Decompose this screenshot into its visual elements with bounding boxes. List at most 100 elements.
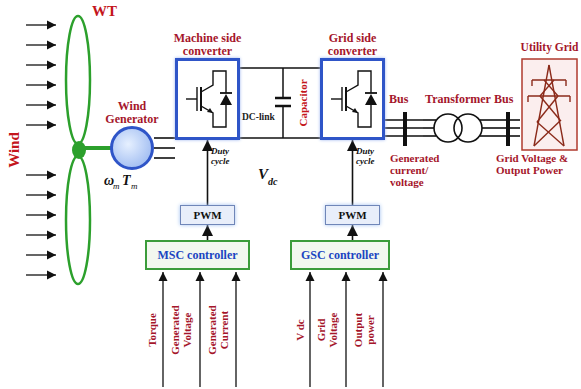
connector-line <box>493 127 520 129</box>
symbol-part <box>482 127 493 129</box>
symbol-part <box>186 98 197 99</box>
symbol-part <box>527 96 528 102</box>
utility-grid-node: Utility Grid <box>520 40 579 152</box>
symbol-part <box>201 105 226 127</box>
wind-arrows-part <box>26 124 56 125</box>
connector-line <box>154 137 175 139</box>
symbol-part <box>365 92 377 94</box>
symbol-part <box>569 96 570 102</box>
input-arrows <box>163 272 383 387</box>
connector-line <box>493 119 520 121</box>
node-label: GSC controller <box>301 248 379 263</box>
wind-arrows-part <box>26 104 56 105</box>
input-arrows-part <box>345 272 346 387</box>
wind-label: Wind <box>6 125 22 175</box>
input-signal: Torque <box>146 301 158 359</box>
igbt-symbol <box>323 61 382 137</box>
node-heading: Grid side converter <box>311 32 395 58</box>
turbine-label: WT <box>92 3 117 19</box>
symbol-part <box>186 71 232 127</box>
symbol-part <box>522 59 577 150</box>
symbol-part <box>423 135 436 137</box>
connector-line <box>385 135 423 137</box>
input-arrows-part <box>382 272 383 387</box>
symbol-part <box>537 96 558 122</box>
signal-label: Grid Voltage & Output Power <box>496 152 576 176</box>
wind-arrows-part <box>26 84 56 85</box>
connector <box>207 140 208 205</box>
controller-box: GSC controller <box>290 240 390 270</box>
symbol-part <box>352 108 358 113</box>
symbol-part <box>341 87 342 111</box>
connector-line <box>207 225 209 240</box>
input-signal: Generated Current <box>206 301 230 359</box>
converter-box: Grid side converter <box>320 58 385 140</box>
symbol-part <box>200 87 202 111</box>
symbol-part <box>207 108 213 113</box>
symbol-part <box>346 105 371 127</box>
connector <box>385 120 423 136</box>
node-label: MSC controller <box>157 248 237 263</box>
igbt-symbol <box>178 61 237 137</box>
bus-label: Bus <box>494 92 513 106</box>
converter-box: Machine side converter <box>175 58 240 140</box>
bus-bars-part <box>403 112 407 146</box>
voltage-symbol: V <box>258 166 268 182</box>
node-label: PWM <box>338 209 366 221</box>
symbol-part <box>423 127 434 129</box>
capacitor-label: Capacitor <box>297 73 309 133</box>
symbol-part <box>528 65 570 146</box>
input-arrows-part <box>235 272 236 387</box>
dc-link-capacitor-part <box>282 68 284 98</box>
symbol-part <box>331 98 342 99</box>
dc-link-label: DC-link <box>242 112 275 122</box>
connector-line <box>154 147 175 149</box>
connector <box>154 138 175 158</box>
wind-turbine <box>66 16 111 284</box>
controller-box: MSC controller <box>145 240 250 270</box>
input-arrows-part <box>199 272 200 387</box>
symbol-part <box>540 80 554 96</box>
connector <box>240 68 320 138</box>
wind-arrows-part <box>26 24 56 25</box>
symbol-part <box>532 79 566 80</box>
symbol-part <box>537 122 564 146</box>
node-label: Utility Grid <box>520 40 579 54</box>
wind-arrows-part <box>26 214 56 215</box>
symbol-part <box>423 114 493 142</box>
bus-label: Bus <box>389 92 408 106</box>
wind-arrows-part <box>26 254 56 255</box>
signal-label: Generated current/ voltage <box>390 152 454 188</box>
node-label: PWM <box>193 209 221 221</box>
symbol-part <box>531 80 532 86</box>
node-heading: Wind Generator <box>95 100 169 126</box>
input-signal: Grid Voltage <box>315 301 339 359</box>
edge-label: Duty cycle <box>356 146 386 166</box>
symbol-part <box>365 94 377 105</box>
pwm-box: PWM <box>180 205 235 225</box>
speed-symbol: ω <box>104 173 114 188</box>
symbol-part <box>528 95 570 96</box>
connector-line <box>240 137 320 139</box>
wind-arrows-part <box>26 234 56 235</box>
node-label: Transformer <box>423 92 493 106</box>
wind-turbine-part <box>84 146 111 150</box>
symbol-part <box>480 135 493 137</box>
input-signal: Output power <box>352 301 376 359</box>
symbol-part <box>565 80 566 86</box>
dc-link-capacitor-part <box>275 97 291 100</box>
subscript: dc <box>268 176 277 187</box>
input-signal: V dc <box>294 301 306 359</box>
connector <box>352 225 353 240</box>
connector-line <box>154 157 175 159</box>
pwm-box: PWM <box>325 205 380 225</box>
symbol-part <box>220 94 232 105</box>
symbol-part <box>423 119 436 121</box>
input-arrows-part <box>162 272 163 387</box>
edge-label: Duty cycle <box>211 146 241 166</box>
connector-line <box>352 140 354 205</box>
symbol-part <box>345 87 347 111</box>
wind-arrows-part <box>26 274 56 275</box>
connector-line <box>385 127 423 129</box>
